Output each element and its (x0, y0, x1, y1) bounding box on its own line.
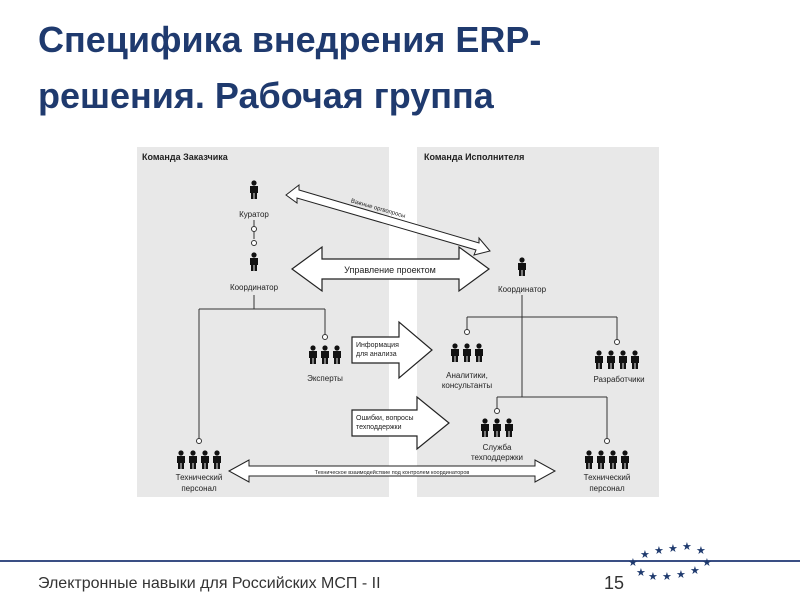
svg-text:★: ★ (648, 571, 658, 583)
svg-text:★: ★ (668, 543, 678, 555)
page-number: 15 (604, 573, 625, 593)
footer-text: Электронные навыки для Российских МСП - … (38, 575, 381, 592)
svg-text:★: ★ (662, 571, 672, 583)
slide-title: Специфика внедрения ERP- решения. Рабоча… (38, 12, 638, 124)
client-tech-staff-label-2: персонал (181, 484, 217, 493)
support-errors-arrow: Ошибки, вопросы техподдержки (351, 395, 450, 451)
svg-text:Информация: Информация (356, 342, 399, 349)
support-label-2: техподдержки (471, 453, 523, 462)
curator-label: Куратор (239, 210, 269, 219)
vendor-tech-staff-label-2: персонал (589, 484, 625, 493)
svg-text:★: ★ (696, 545, 706, 557)
client-tech-staff-label-1: Технический (176, 473, 223, 482)
svg-text:Управление проектом: Управление проектом (344, 265, 436, 275)
vendor-tech-staff-label-1: Технический (584, 473, 631, 482)
svg-text:Ошибки, вопросы: Ошибки, вопросы (356, 414, 413, 422)
footer-divider (0, 560, 800, 562)
svg-text:техподдержки: техподдержки (356, 424, 402, 431)
vendor-coordinator-label: Координатор (498, 285, 547, 294)
project-management-arrow: Управление проектом (290, 245, 491, 293)
title-line-2: решения. Рабочая группа (38, 75, 494, 116)
support-label-1: Служба (483, 443, 512, 452)
svg-text:★: ★ (640, 549, 650, 561)
svg-text:★: ★ (676, 569, 686, 581)
technical-interaction-arrow: Техническое взаимодействие под контролем… (227, 459, 557, 483)
analysts-label-2: консультанты (442, 381, 493, 390)
vendor-team-header: Команда Исполнителя (424, 152, 524, 162)
experts-label: Эксперты (307, 374, 343, 383)
workgroup-diagram: Команда Заказчика Команда Исполнителя Ку… (137, 147, 659, 497)
svg-text:★: ★ (682, 541, 692, 553)
svg-text:★: ★ (636, 567, 646, 579)
analysis-info-arrow: Информация для анализа (351, 320, 433, 380)
svg-text:★: ★ (690, 565, 700, 577)
svg-text:Техническое взаимодействие под: Техническое взаимодействие под контролем… (315, 469, 470, 476)
svg-text:★: ★ (654, 545, 664, 557)
analysts-label-1: Аналитики, (446, 371, 488, 380)
client-team-header: Команда Заказчика (142, 152, 229, 162)
svg-text:для анализа: для анализа (356, 351, 397, 358)
eu-stars-logo: ★ ★ ★ ★ ★ ★ ★ ★ ★ ★ ★ ★ (628, 541, 712, 583)
svg-text:★: ★ (702, 557, 712, 569)
svg-text:★: ★ (628, 557, 638, 569)
developers-label: Разработчики (593, 375, 644, 384)
client-coordinator-label: Координатор (230, 283, 279, 292)
vendor-panel (417, 147, 659, 497)
title-line-1: Специфика внедрения ERP- (38, 19, 542, 60)
